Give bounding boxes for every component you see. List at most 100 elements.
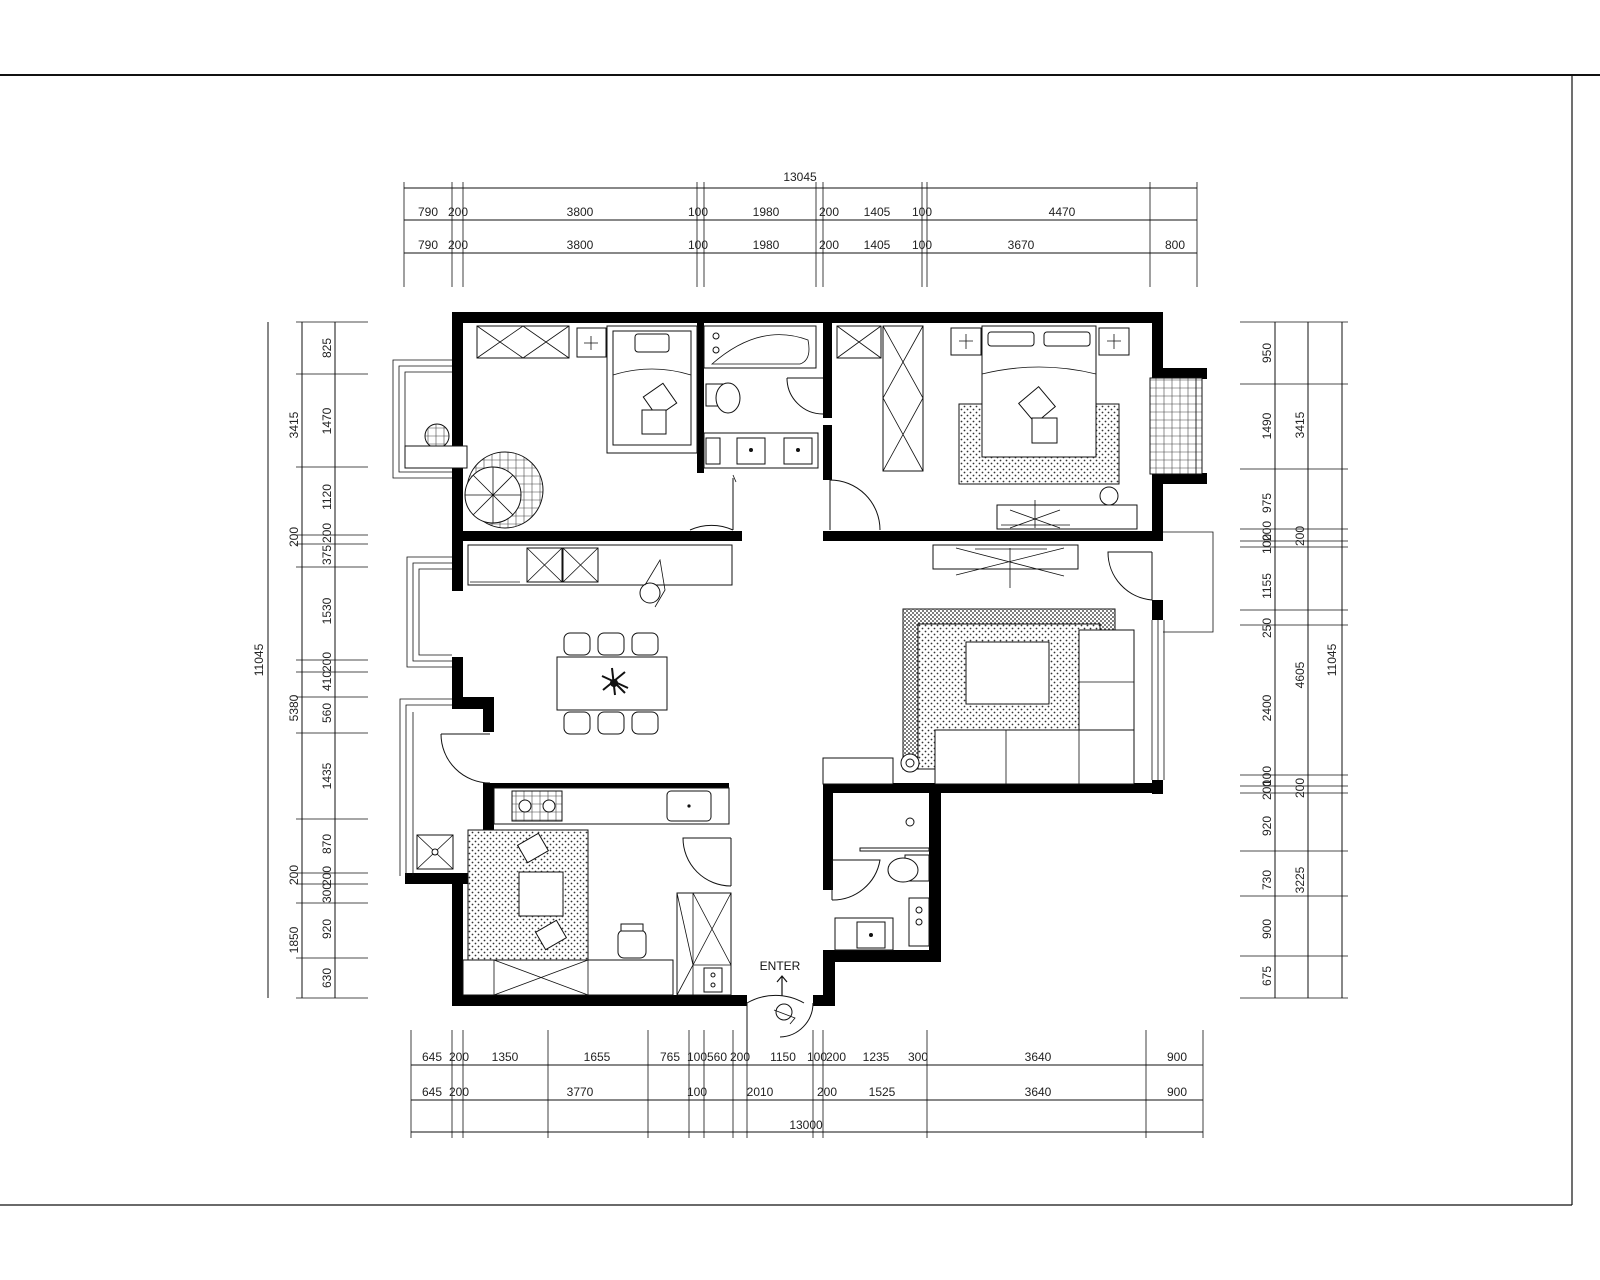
top-dim-label: 1405 bbox=[864, 238, 891, 252]
bottom-dim-label: 300 bbox=[908, 1050, 928, 1064]
left-dim-label: 560 bbox=[320, 703, 334, 723]
top-dim-label: 790 bbox=[418, 238, 438, 252]
right-dim-label: 100 bbox=[1260, 766, 1274, 786]
entry-person-figure bbox=[775, 1003, 793, 1021]
top-dim-label: 1980 bbox=[753, 205, 780, 219]
left-dim-label: 630 bbox=[320, 968, 334, 988]
wc-shower-rail bbox=[859, 847, 930, 852]
bottom-dim-label: 645 bbox=[422, 1050, 442, 1064]
bottom-dim-label: 100 bbox=[687, 1050, 707, 1064]
wardrobe bbox=[476, 325, 570, 359]
kitchen bbox=[416, 787, 732, 996]
office-chair bbox=[617, 923, 647, 959]
bottom-dim-label: 3640 bbox=[1025, 1085, 1052, 1099]
right-dim-label: 250 bbox=[1260, 618, 1274, 638]
left-dim-label: 200 bbox=[320, 523, 334, 543]
bottom-dim-label: 100 bbox=[687, 1085, 707, 1099]
bottom-dim-label: 200 bbox=[817, 1085, 837, 1099]
right-dim-label: 4605 bbox=[1293, 661, 1307, 688]
right-dim-label: 2400 bbox=[1260, 694, 1274, 721]
top-dim-label: 100 bbox=[912, 205, 932, 219]
left-dim-label: 825 bbox=[320, 338, 334, 358]
left-dim-label: 375 bbox=[320, 545, 334, 565]
top-dim-label: 800 bbox=[1165, 238, 1185, 252]
top-dim-label: 200 bbox=[448, 238, 468, 252]
right-dim-label: 1490 bbox=[1260, 412, 1274, 439]
round-table bbox=[424, 423, 450, 449]
right-dim-label: 900 bbox=[1260, 919, 1274, 939]
bottom-dim-label: 200 bbox=[730, 1050, 750, 1064]
left-dim-label: 870 bbox=[320, 834, 334, 854]
bottom-dim-label: 200 bbox=[449, 1085, 469, 1099]
left-dim-label: 1120 bbox=[320, 484, 334, 510]
left-dim-label: 1470 bbox=[320, 407, 334, 434]
bottom-dim-label: 3640 bbox=[1025, 1050, 1052, 1064]
kitchen-table bbox=[518, 871, 564, 917]
right-dim-label: 100 bbox=[1260, 534, 1274, 554]
top-total-dim: 13045 bbox=[783, 170, 817, 184]
bottom-dim-label: 1525 bbox=[869, 1085, 896, 1099]
top-dim-label: 3670 bbox=[1008, 238, 1035, 252]
right-dim-label: 200 bbox=[1293, 526, 1307, 546]
top-dim-label: 100 bbox=[688, 205, 708, 219]
entrance: ENTER bbox=[760, 959, 801, 1025]
bottom-dim-label: 3770 bbox=[567, 1085, 594, 1099]
top-dim-label: 3800 bbox=[567, 205, 594, 219]
left-dim-label: 920 bbox=[320, 919, 334, 939]
wardrobe-tall bbox=[882, 325, 924, 472]
right-dim-label: 1155 bbox=[1260, 573, 1274, 599]
sideboard bbox=[467, 544, 733, 586]
kitchen-cabinet bbox=[462, 959, 674, 996]
bottom-dim-label: 1150 bbox=[770, 1050, 796, 1064]
top-dim-label: 100 bbox=[688, 238, 708, 252]
right-dim-label: 3225 bbox=[1293, 866, 1307, 893]
plant-icon bbox=[601, 667, 629, 696]
coffee-table bbox=[965, 641, 1050, 705]
bottom-dim-label: 1655 bbox=[584, 1050, 611, 1064]
right-dim-label: 200 bbox=[1260, 780, 1274, 800]
bottom-dim-label: 560 bbox=[707, 1050, 727, 1064]
bottom-total-dim: 13000 bbox=[789, 1118, 823, 1132]
left-dim-label: 200 bbox=[320, 652, 334, 672]
left-dim-label: 410 bbox=[320, 671, 334, 691]
bottom-dim-label: 100 bbox=[807, 1050, 827, 1064]
windows bbox=[392, 359, 1214, 876]
wc bbox=[834, 817, 930, 951]
left-bedroom bbox=[404, 325, 698, 529]
doors bbox=[440, 377, 1153, 1060]
top-dim-label: 1405 bbox=[864, 205, 891, 219]
top-dim-label: 1980 bbox=[753, 238, 780, 252]
left-dim-label: 3415 bbox=[287, 411, 301, 438]
right-dim-label: 730 bbox=[1260, 870, 1274, 890]
living-room bbox=[822, 544, 1135, 785]
left-dim-label: 200 bbox=[287, 527, 301, 547]
left-dim-label: 200 bbox=[320, 866, 334, 886]
left-dim-label: 300 bbox=[320, 883, 334, 903]
top-dim-label: 4470 bbox=[1049, 205, 1076, 219]
left-dim-label: 200 bbox=[287, 865, 301, 885]
low-cabinet bbox=[822, 757, 894, 785]
right-dim-label: 200 bbox=[1260, 521, 1274, 541]
left-dim-label: 1850 bbox=[287, 926, 301, 953]
bottom-dim-label: 2010 bbox=[747, 1085, 774, 1099]
bottom-dim-label: 200 bbox=[826, 1050, 846, 1064]
bottom-dim-label: 900 bbox=[1167, 1050, 1187, 1064]
top-dim-label: 790 bbox=[418, 205, 438, 219]
right-total-dim: 11045 bbox=[1325, 643, 1339, 676]
dining-area bbox=[467, 544, 733, 735]
dining-chairs bbox=[563, 632, 659, 735]
top-dim-label: 100 bbox=[912, 238, 932, 252]
right-dim-label: 920 bbox=[1260, 816, 1274, 836]
right-dim-label: 975 bbox=[1260, 493, 1274, 513]
top-dim-label: 200 bbox=[448, 205, 468, 219]
enter-label: ENTER bbox=[760, 959, 801, 973]
left-total-dim: 11045 bbox=[252, 643, 266, 676]
bottom-dim-label: 645 bbox=[422, 1085, 442, 1099]
top-dimensions: 13045 790 200 3800 100 1980 200 1405 100 4470 79… bbox=[403, 170, 1198, 287]
top-dim-label: 3800 bbox=[567, 238, 594, 252]
right-dim-label: 950 bbox=[1260, 343, 1274, 363]
arrow-up-icon bbox=[776, 975, 788, 996]
top-dim-label: 200 bbox=[819, 205, 839, 219]
